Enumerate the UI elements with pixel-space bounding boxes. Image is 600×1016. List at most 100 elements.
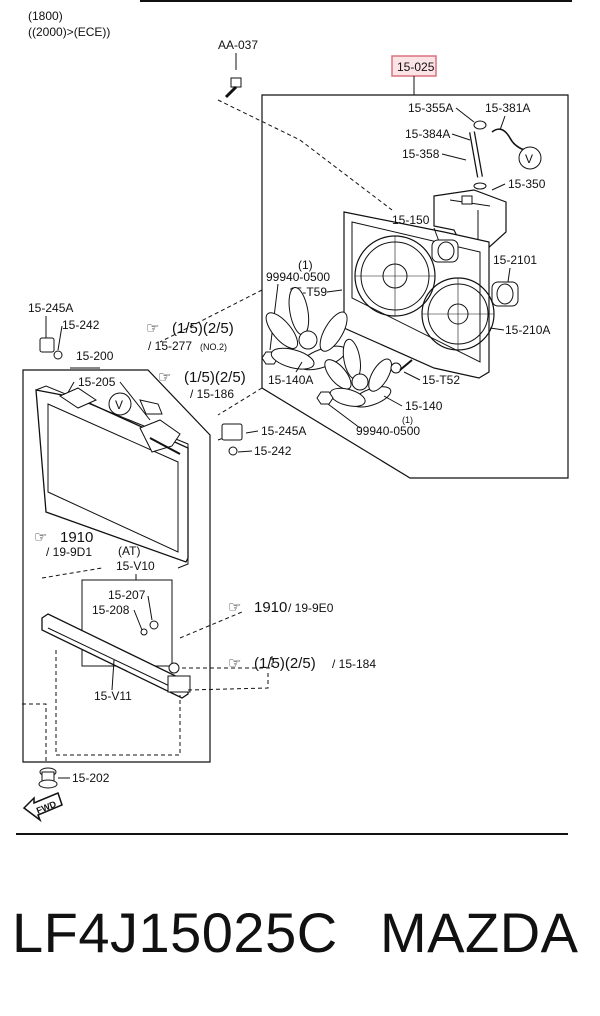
- fan-blade-icon-140a: [265, 286, 348, 371]
- label-15-245a-right: 15-245A: [261, 424, 306, 438]
- ref-15-184[interactable]: ☞ (1/5)(2/5) / 15-184: [228, 655, 376, 672]
- ref-15-186[interactable]: ☞ (1/5)(2/5) / 15-186: [158, 369, 246, 401]
- label-15-205: 15-205: [78, 375, 116, 389]
- label-15-245a-left: 15-245A: [28, 301, 73, 315]
- label-15-t52: 15-T52: [422, 373, 460, 387]
- label-99940-bot: 99940-0500: [356, 424, 420, 438]
- leader-242-right: [237, 450, 253, 453]
- footer-part-number: LF4J15025C: [12, 901, 338, 964]
- dashed-ref-19-9e0: [179, 611, 243, 639]
- label-15-384a: 15-384A: [405, 127, 450, 141]
- label-15-242-right: 15-242: [254, 444, 292, 458]
- ref-15-277[interactable]: ☞ (1/5)(2/5) / 15-277 (NO.2): [146, 320, 234, 353]
- dashed-link-1: [159, 289, 263, 343]
- leader-384a: [451, 133, 471, 141]
- leader-205b: [119, 381, 151, 421]
- pointer-icon: ☞: [158, 369, 171, 386]
- circle-marker-lower-text: V: [115, 398, 123, 412]
- leader-381a: [499, 115, 506, 131]
- overflow-tube-icon: [491, 128, 525, 151]
- drain-plug-icon: [38, 767, 58, 789]
- label-15-208: 15-208: [92, 603, 130, 617]
- ref-15-184-main: (1/5)(2/5): [254, 655, 316, 672]
- bolt-aa-037-icon: [224, 77, 242, 99]
- label-15-202: 15-202: [72, 771, 110, 785]
- dashed-cooler-outline: [55, 650, 181, 756]
- ref-19-9d1-main: 1910: [60, 529, 93, 546]
- nut-icon-bottom: [316, 391, 334, 405]
- radiator-cap-icon: [139, 399, 163, 415]
- label-15-358: 15-358: [402, 147, 440, 161]
- footer-brand: MAZDA: [380, 901, 579, 964]
- dashed-ref-1910: [41, 567, 103, 579]
- leader-t52: [403, 371, 421, 381]
- oil-cooler-icon: [41, 613, 191, 699]
- ref-15-186-main: (1/5)(2/5): [184, 369, 246, 386]
- dashed-ref-15-184b: [187, 672, 269, 691]
- label-15-381a: 15-381A: [485, 101, 530, 115]
- leader-210a: [489, 327, 505, 331]
- label-15-210a: 15-210A: [505, 323, 550, 337]
- leader-350: [491, 183, 506, 191]
- header-engine: (1800): [28, 9, 63, 23]
- part-code-highlight[interactable]: 15-025: [397, 60, 435, 74]
- label-99940-bot-qty: (1): [402, 415, 413, 425]
- radiator-outline: [22, 369, 211, 763]
- label-15-200: 15-200: [76, 349, 114, 363]
- radiator-core-icon: [35, 385, 189, 569]
- leader-245a-right: [245, 430, 259, 434]
- label-15-140a: 15-140A: [268, 373, 313, 387]
- label-15-242-left: 15-242: [62, 318, 100, 332]
- label-15-v10: 15-V10: [116, 559, 155, 573]
- hose-ring-icon: [473, 182, 487, 190]
- dashed-ref-15-184: [182, 654, 273, 669]
- fan-assembly-group: 15-025 AA-037 15-355A 15-381A V 15-384A …: [217, 38, 569, 479]
- ref-19-9e0[interactable]: ☞ 1910 / 19-9E0: [228, 599, 334, 616]
- leader-207: [147, 595, 153, 621]
- ref-15-277-sub: / 15-277: [148, 339, 192, 353]
- bracket-icon-right: [221, 423, 243, 456]
- leader-t59: [326, 289, 343, 293]
- dashed-line-aa037: [217, 99, 301, 141]
- label-aa-037: AA-037: [218, 38, 258, 52]
- radiator-group: 15-245A 15-242 15-200 15-205 V 15-245A 1…: [22, 301, 306, 764]
- label-15-140: 15-140: [405, 399, 443, 413]
- ref-19-9d1[interactable]: ☞ 1910 / 19-9D1: [34, 529, 93, 559]
- pointer-icon: ☞: [146, 320, 159, 337]
- reservoir-hose-inner: [470, 131, 482, 178]
- leader-242-left: [57, 325, 63, 351]
- clip-icon: [140, 620, 159, 636]
- pointer-icon: ☞: [228, 599, 241, 616]
- label-at-note: (AT): [118, 544, 140, 558]
- dashed-drain: [22, 703, 47, 764]
- ref-15-277-note: (NO.2): [200, 342, 227, 352]
- label-15-150: 15-150: [392, 213, 430, 227]
- fan-motor-icon-upper: [431, 239, 459, 263]
- fan-motor-icon-lower: [491, 281, 519, 307]
- leader-2101: [507, 267, 511, 283]
- dashed-line-aa037-b: [299, 139, 393, 211]
- leader-358: [441, 153, 467, 161]
- leader-140a: [295, 361, 303, 373]
- fan-assembly-outline: [261, 94, 569, 479]
- ref-15-184-sub: / 15-184: [332, 657, 376, 671]
- circle-marker-upper: [518, 146, 542, 170]
- pointer-icon: ☞: [228, 655, 241, 672]
- label-99940-top: 99940-0500: [266, 270, 330, 284]
- leader-208: [133, 609, 143, 631]
- screw-icon-t52: [390, 359, 413, 374]
- ref-19-9e0-main: 1910: [254, 599, 287, 616]
- circle-marker-lower: [108, 392, 132, 416]
- circle-marker-upper-text: V: [525, 152, 533, 166]
- leader-140: [383, 395, 403, 407]
- label-15-355a: 15-355A: [408, 101, 453, 115]
- label-15-v11: 15-V11: [94, 689, 132, 703]
- dashed-link-2: [217, 387, 263, 416]
- fan-blade-icon-140: [324, 338, 392, 408]
- label-15-350: 15-350: [508, 177, 546, 191]
- leader-v11: [111, 659, 115, 691]
- ref-15-186-sub: / 15-186: [190, 387, 234, 401]
- bracket-icon-left: [39, 337, 63, 360]
